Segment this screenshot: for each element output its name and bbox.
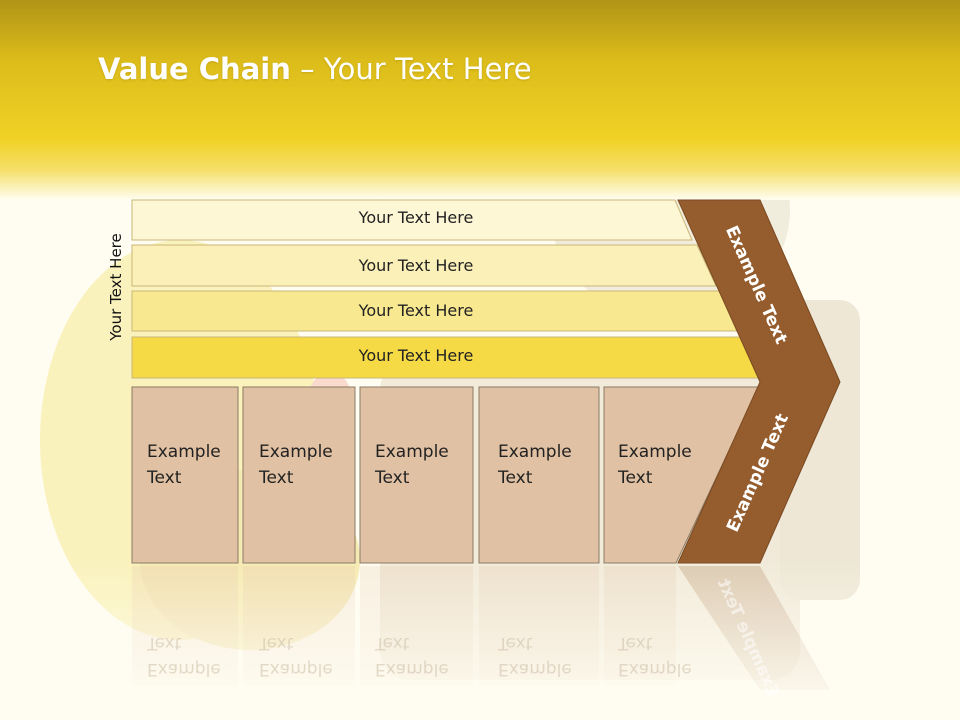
reflection-fade [0,560,960,720]
box-label-2-line2: Text [259,468,294,488]
band-shape-2 [131,244,717,287]
box-label-3-line1: Example [375,442,449,462]
box-label-1-line2: Text [147,468,182,488]
side-vertical-label: Your Text Here [107,233,125,341]
header-band [0,0,960,200]
box-label-1-reflection: Example Text [147,630,257,682]
box-1-reflection-line1: Example [147,659,221,679]
box-label-2: Example Text [259,439,369,491]
box-label-2-reflection: Example Text [259,630,369,682]
title-rest: – Your Text Here [290,52,532,86]
title-bold: Value Chain [98,52,291,86]
box-label-2-line1: Example [259,442,333,462]
box-3-reflection-line1: Example [375,659,449,679]
box-1-reflection-line2: Text [147,633,182,653]
box-4-reflection-line1: Example [498,659,572,679]
band-label-1: Your Text Here [358,208,474,227]
box-label-5-line2: Text [618,468,653,488]
box-label-5-reflection: Example Text [618,630,728,682]
box-label-4-line1: Example [498,442,572,462]
box-label-5-line1: Example [618,442,692,462]
box-shape-2 [242,386,356,564]
box-2-reflection-line1: Example [259,659,333,679]
slide-title: Value Chain – Your Text Here [98,52,532,86]
box-label-3: Example Text [375,439,485,491]
box-shape-1 [131,386,239,564]
box-label-3-line2: Text [375,468,410,488]
box-shape-3 [359,386,474,564]
box-5-reflection-line1: Example [618,659,692,679]
box-label-1: Example Text [147,439,257,491]
box-5-reflection-line2: Text [618,633,653,653]
box-shape-4 [478,386,600,564]
box-2-reflection-line2: Text [259,633,294,653]
band-shape-1 [131,199,693,241]
box-label-4-line2: Text [498,468,533,488]
box-label-4: Example Text [498,439,608,491]
box-label-5: Example Text [618,439,728,491]
box-label-1-line1: Example [147,442,221,462]
band-label-3: Your Text Here [358,301,474,320]
box-label-4-reflection: Example Text [498,630,608,682]
box-4-reflection-line2: Text [498,633,533,653]
band-label-2: Your Text Here [358,256,474,275]
band-label-4: Your Text Here [358,346,474,365]
box-label-3-reflection: Example Text [375,630,485,682]
box-3-reflection-line2: Text [375,633,410,653]
